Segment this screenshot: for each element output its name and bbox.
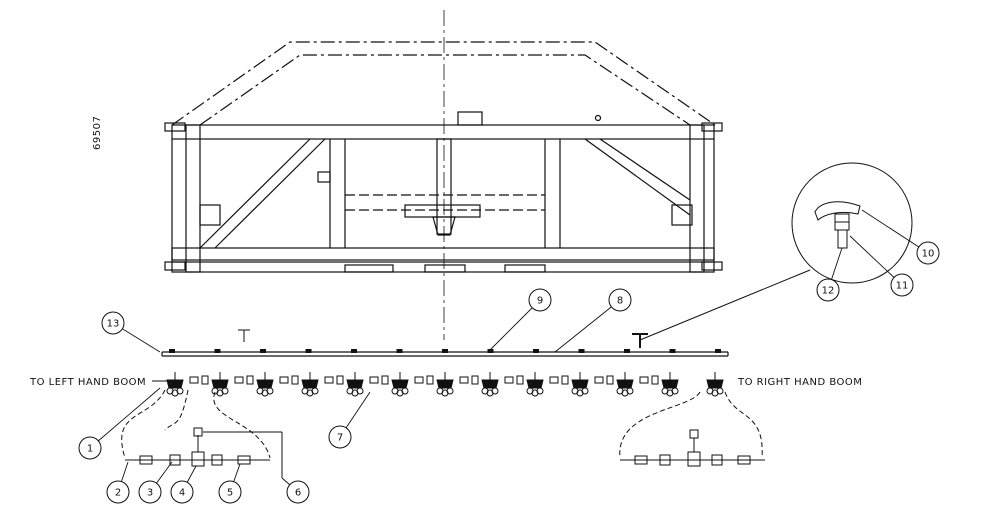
callout-number: 10 [922, 249, 935, 260]
callout-number: 5 [227, 488, 233, 499]
bar-clip [396, 349, 403, 353]
bar-clip [442, 349, 448, 353]
bar-clip [487, 349, 494, 353]
bar-clip [669, 349, 676, 353]
bar-clip [578, 349, 585, 353]
callout-9: 9 [487, 288, 552, 353]
callout-number: 1 [87, 444, 93, 455]
nozzle-body [639, 372, 679, 397]
bar-clip [260, 349, 266, 353]
callout-12: 12 [816, 247, 843, 302]
nozzle-body [369, 372, 409, 397]
callout-11: 11 [849, 235, 914, 297]
nozzle-body [549, 372, 589, 397]
left-boom-label: TO LEFT HAND BOOM [29, 377, 146, 388]
callout-number: 9 [537, 296, 543, 307]
nozzle-body [414, 372, 454, 397]
callout-number: 3 [147, 488, 153, 499]
callout-number: 11 [896, 281, 909, 292]
right-boom-label: TO RIGHT HAND BOOM [737, 377, 862, 388]
t-handle-right [632, 333, 648, 348]
bar-clip [305, 349, 312, 353]
detail-view [639, 162, 913, 341]
nozzle-body [504, 372, 544, 397]
callout-7: 7 [328, 391, 371, 449]
bar-clips [169, 349, 721, 353]
callout-1: 1 [78, 387, 161, 460]
bar-clip [169, 349, 175, 353]
bar-clip [533, 349, 539, 353]
nozzle-row [166, 372, 724, 397]
callout-2: 2 [106, 461, 130, 504]
nozzle-body [279, 372, 319, 397]
callout-number: 4 [179, 488, 185, 499]
callout-13: 13 [101, 311, 161, 353]
bar-clip [624, 349, 630, 353]
callout-10: 10 [861, 209, 940, 265]
bar-clip [351, 349, 357, 353]
nozzle-body [234, 372, 274, 397]
callout-number: 12 [822, 286, 835, 297]
boom-frame [164, 41, 723, 273]
callout-number: 13 [107, 319, 120, 330]
nozzle-body [189, 372, 229, 397]
right-manifold [620, 429, 765, 467]
callout-number: 8 [617, 296, 623, 307]
callout-8: 8 [554, 288, 632, 353]
nozzle-body [459, 372, 499, 397]
hose-loops [121, 389, 763, 459]
callout-6: 6 [281, 477, 310, 504]
nozzle-body [166, 372, 184, 397]
nozzle-body [324, 372, 364, 397]
t-handle-left [238, 329, 250, 342]
figure-number: 69507 [92, 116, 103, 150]
callout-number: 7 [337, 433, 343, 444]
callout-5: 5 [218, 463, 242, 504]
nozzle-body [706, 372, 724, 397]
callout-3: 3 [138, 461, 173, 504]
callout-number: 2 [115, 488, 121, 499]
callout-4: 4 [170, 465, 197, 504]
nozzle-body [594, 372, 634, 397]
bar-clip [214, 349, 221, 353]
left-manifold [125, 427, 283, 478]
callout-number: 6 [295, 488, 301, 499]
bar-clip [715, 349, 721, 353]
